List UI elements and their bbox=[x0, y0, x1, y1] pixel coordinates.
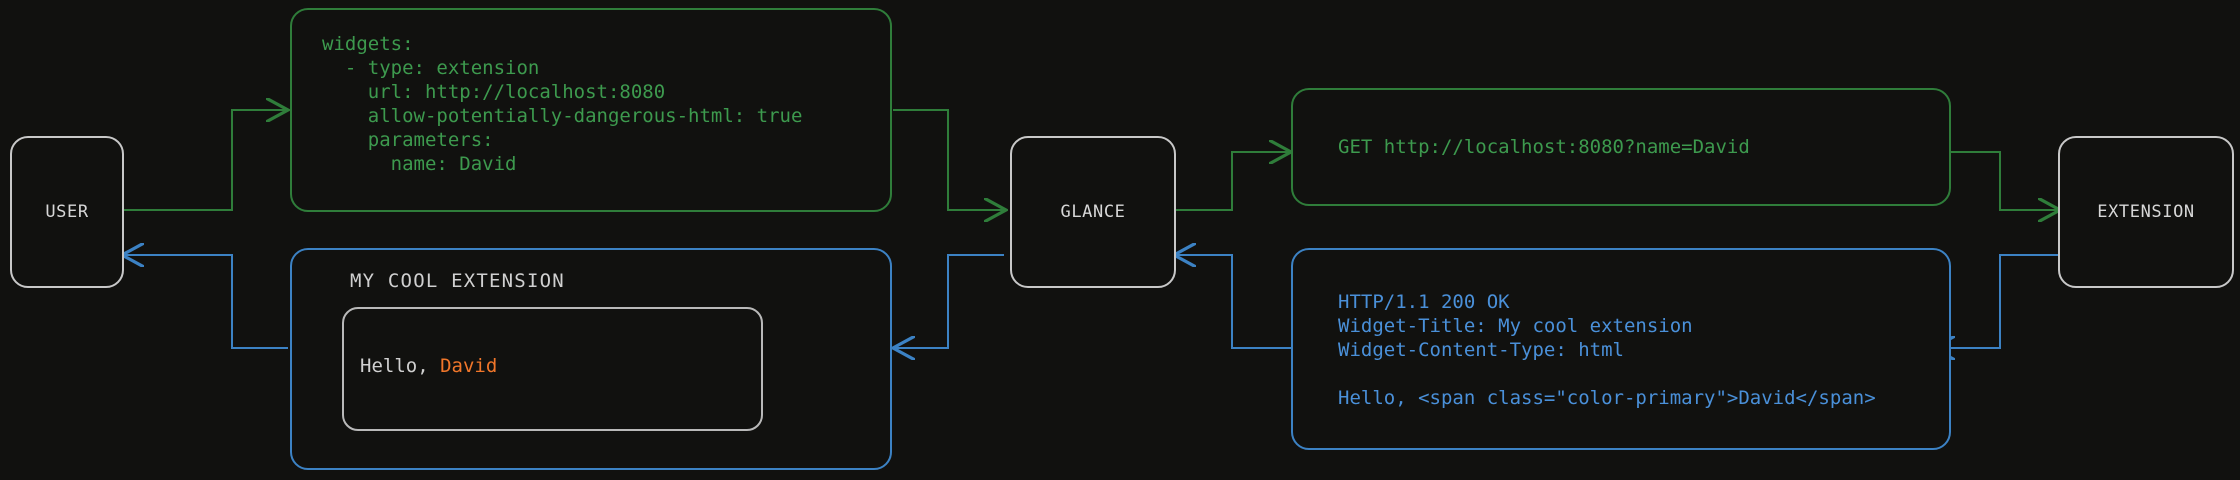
edge-widget-to-user bbox=[124, 255, 288, 349]
edge-request-to-extension bbox=[1951, 151, 2058, 210]
edge-user-to-config bbox=[120, 110, 286, 211]
widget-preview-card bbox=[342, 307, 763, 431]
node-glance[interactable]: GLANCE bbox=[1010, 136, 1176, 288]
node-extension[interactable]: EXTENSION bbox=[2058, 136, 2234, 288]
edge-response-to-glance bbox=[1176, 255, 1291, 349]
http-response-box[interactable]: HTTP/1.1 200 OK Widget-Title: My cool ex… bbox=[1291, 248, 1951, 450]
widget-greeting-name: David bbox=[440, 355, 498, 377]
http-request-text: GET http://localhost:8080?name=David bbox=[1338, 136, 1750, 158]
node-user[interactable]: USER bbox=[10, 136, 124, 288]
widget-preview-greeting: Hello, David bbox=[360, 355, 497, 377]
http-response-text: HTTP/1.1 200 OK Widget-Title: My cool ex… bbox=[1338, 291, 1876, 409]
widget-preview-box[interactable]: MY COOL EXTENSION Hello, David bbox=[290, 248, 892, 470]
widget-greeting-prefix: Hello, bbox=[360, 355, 441, 377]
edge-extension-to-response bbox=[1935, 254, 2058, 348]
node-glance-label: GLANCE bbox=[1060, 202, 1126, 222]
edge-glance-to-request bbox=[1172, 152, 1289, 211]
http-request-box[interactable]: GET http://localhost:8080?name=David bbox=[1291, 88, 1951, 206]
edge-glance-to-widget bbox=[895, 254, 1004, 348]
widget-preview-title: MY COOL EXTENSION bbox=[350, 270, 565, 292]
edge-config-to-glance bbox=[893, 109, 1004, 210]
config-yaml-box[interactable]: widgets: - type: extension url: http://l… bbox=[290, 8, 892, 212]
node-user-label: USER bbox=[45, 202, 89, 222]
config-yaml-text: widgets: - type: extension url: http://l… bbox=[322, 33, 803, 175]
node-extension-label: EXTENSION bbox=[2097, 202, 2195, 222]
